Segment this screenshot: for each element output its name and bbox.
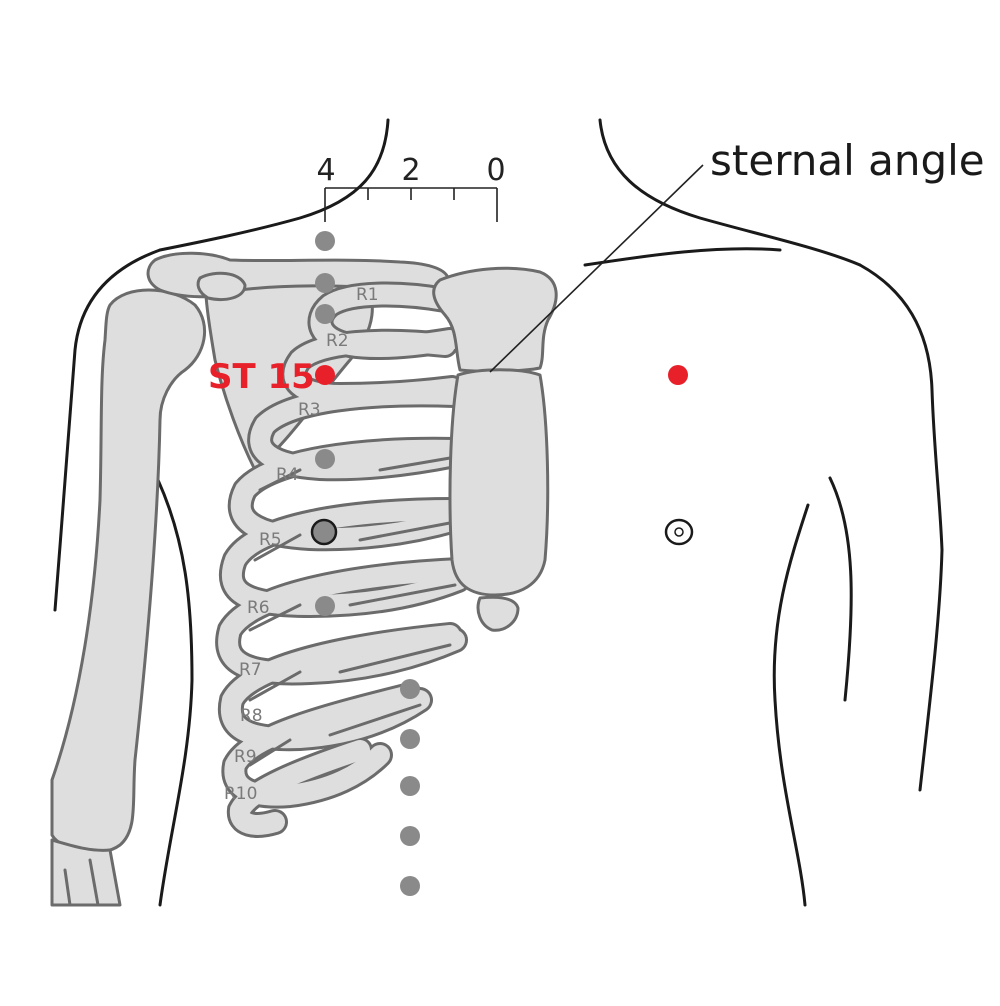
reference-dots <box>315 231 420 896</box>
reference-dot <box>315 449 335 469</box>
rib-label-r7: R7 <box>239 660 262 680</box>
st15-label: ST 15 <box>208 357 315 397</box>
sternal-angle-callout: sternal angle <box>489 136 985 373</box>
manubrium <box>432 266 558 373</box>
rib-label-r2: R2 <box>326 331 349 351</box>
rib-cage <box>215 281 473 838</box>
xiphoid <box>476 595 520 632</box>
pectoral-line <box>583 247 782 267</box>
rib-label-r10: R10 <box>224 784 257 804</box>
arm-right-outer-line <box>918 548 944 792</box>
scale-label-2: 2 <box>401 153 420 188</box>
rib-label-r1: R1 <box>356 285 379 305</box>
scale-label-4: 4 <box>316 153 335 188</box>
costal-cartilage-hatching <box>248 456 457 767</box>
reference-dot <box>315 273 335 293</box>
shoulder-right-line <box>858 263 944 552</box>
rib-label-r9: R9 <box>234 747 257 767</box>
body-outline <box>53 118 944 907</box>
acupoints: ST 15 <box>208 357 688 397</box>
st15-point <box>315 365 335 385</box>
humerus-bone <box>50 288 207 907</box>
rib-label-r8: R8 <box>240 706 263 726</box>
sternal-angle-label: sternal angle <box>710 136 985 185</box>
rib-label-r6: R6 <box>247 598 270 618</box>
torso-right-line <box>772 503 810 907</box>
sternal-body <box>448 368 550 597</box>
reference-dot <box>315 231 335 251</box>
rib-label-r5: R5 <box>259 530 282 550</box>
rib-labels: R1 R2 R3 R4 R5 R6 R7 R8 R9 R10 <box>224 285 379 804</box>
arm-right-line <box>828 476 853 702</box>
rib-label-r4: R4 <box>276 465 299 485</box>
shoulder-left-line <box>53 248 162 612</box>
scale-label-0: 0 <box>486 153 505 188</box>
reference-dot <box>400 776 420 796</box>
neck-right-line <box>598 118 862 267</box>
distance-scale: 4 2 0 <box>316 153 506 222</box>
nipple-right-marker <box>664 518 694 546</box>
neck-left-line <box>158 118 390 252</box>
reference-dot <box>400 876 420 896</box>
reference-dot <box>315 596 335 616</box>
torso-left-line <box>156 478 194 907</box>
reference-dot <box>315 304 335 324</box>
reference-dot <box>400 826 420 846</box>
reference-dot <box>400 679 420 699</box>
reference-dot <box>400 729 420 749</box>
nipple-left-marker <box>310 518 338 546</box>
rib-label-r3: R3 <box>298 400 321 420</box>
sternum-bone <box>432 266 558 632</box>
st15-point-right <box>668 365 688 385</box>
